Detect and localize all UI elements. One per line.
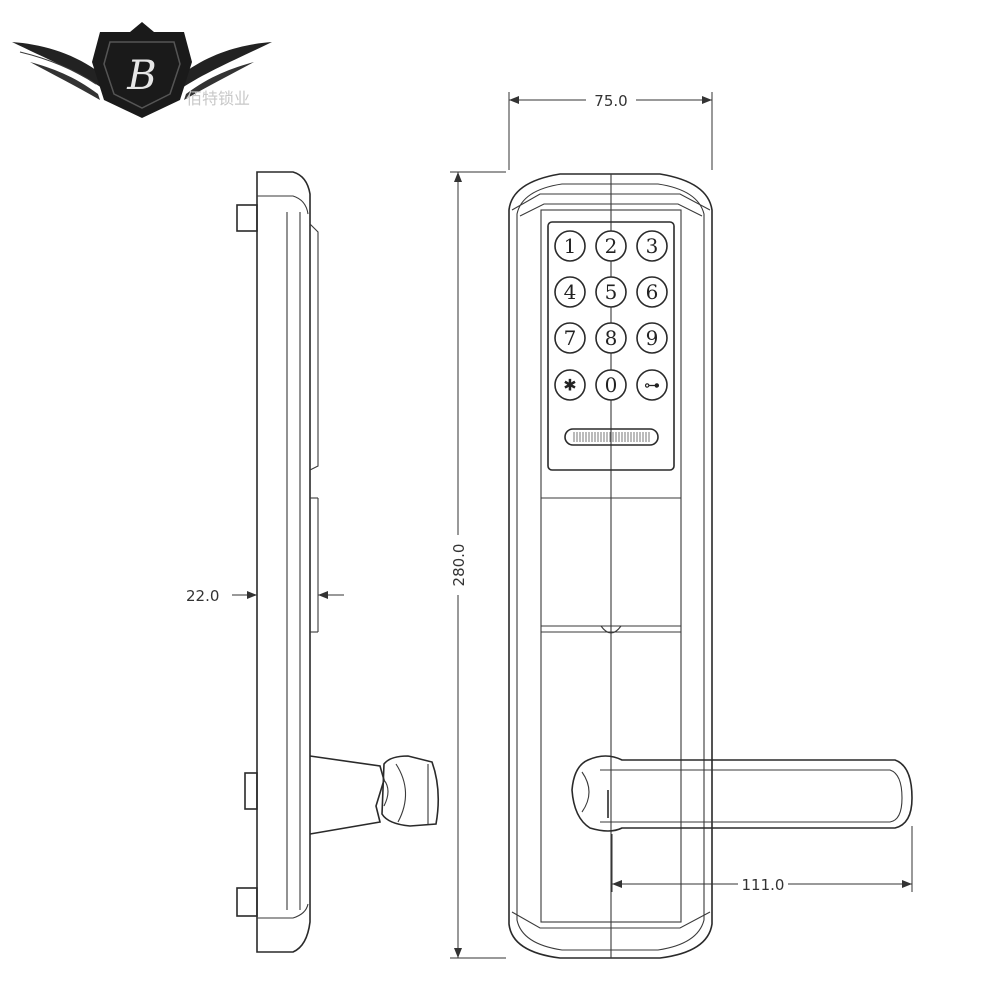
key-6[interactable]: 6 — [636, 276, 668, 308]
brand-logo: B 佰特锁业 — [12, 22, 272, 118]
svg-text:✱: ✱ — [563, 376, 576, 395]
key-star[interactable]: ✱ — [554, 369, 586, 401]
svg-text:8: 8 — [605, 326, 618, 350]
handle-length-dimension: 111.0 — [742, 876, 785, 894]
side-handle-neck — [309, 755, 385, 835]
side-view: 22.0 — [186, 171, 440, 953]
logo-letter: B — [126, 53, 156, 99]
key-5[interactable]: 5 — [595, 276, 627, 308]
left-wing-icon — [12, 42, 102, 88]
svg-text:6: 6 — [646, 280, 659, 304]
key-2[interactable]: 2 — [595, 230, 627, 262]
key-1[interactable]: 1 — [554, 230, 586, 262]
top-boss — [236, 204, 258, 232]
svg-text:4: 4 — [564, 280, 577, 304]
shield-icon — [92, 22, 192, 118]
thickness-dimension: 22.0 — [186, 587, 219, 605]
key-key-icon[interactable]: ⊶ — [636, 369, 668, 401]
key-7[interactable]: 7 — [554, 322, 586, 354]
key-9[interactable]: 9 — [636, 322, 668, 354]
svg-text:3: 3 — [646, 234, 659, 258]
svg-text:⊶: ⊶ — [644, 376, 660, 395]
svg-text:1: 1 — [564, 234, 577, 258]
svg-text:7: 7 — [564, 326, 577, 350]
side-handle-end — [381, 755, 440, 827]
middle-boss — [244, 772, 258, 810]
lever-handle[interactable] — [566, 755, 913, 832]
key-0[interactable]: 0 — [595, 369, 627, 401]
height-dimension: 280.0 — [450, 544, 468, 587]
front-view: 1 2 3 4 5 6 7 8 9 ✱ 0 ⊶ — [449, 90, 913, 959]
svg-text:2: 2 — [605, 234, 618, 258]
key-8[interactable]: 8 — [595, 322, 627, 354]
side-plate — [256, 171, 311, 953]
keypad: 1 2 3 4 5 6 7 8 9 ✱ 0 ⊶ — [554, 230, 668, 401]
svg-text:0: 0 — [605, 373, 618, 397]
width-dimension: 75.0 — [594, 92, 627, 110]
keypad-panel — [547, 221, 675, 471]
logo-chinese-text: 佰特锁业 — [186, 89, 250, 108]
key-3[interactable]: 3 — [636, 230, 668, 262]
svg-text:9: 9 — [646, 326, 659, 350]
key-4[interactable]: 4 — [554, 276, 586, 308]
bottom-boss — [236, 887, 258, 917]
right-wing-icon — [182, 42, 272, 88]
svg-text:5: 5 — [605, 280, 618, 304]
card-reader-icon — [564, 428, 659, 446]
front-escutcheon — [508, 173, 713, 959]
